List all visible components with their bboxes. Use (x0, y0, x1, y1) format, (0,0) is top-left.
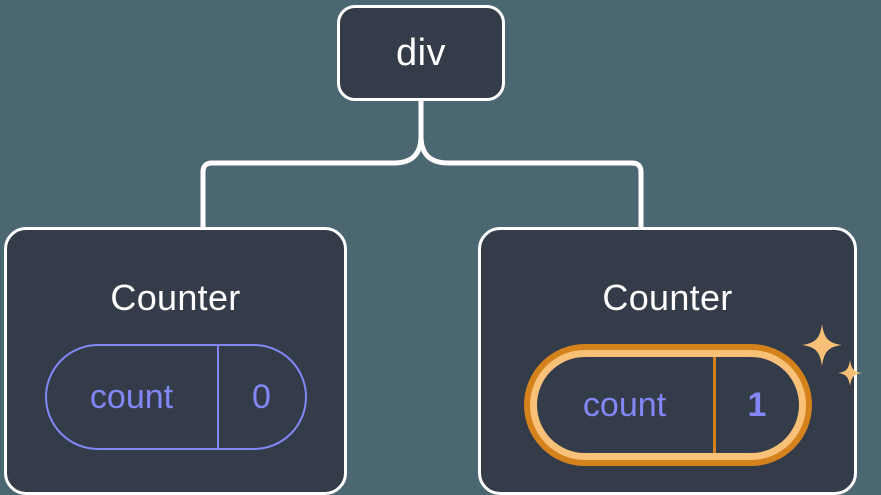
connector-branch-left (200, 120, 424, 227)
state-pill-count-1-highlighted[interactable]: count 1 (523, 344, 812, 466)
node-counter-right[interactable]: Counter count 1 (478, 227, 862, 495)
counter-right-state-wrap: count 1 (523, 324, 862, 466)
state-pill-count-0[interactable]: count 0 (44, 344, 307, 450)
node-counter-left[interactable]: Counter count 0 (4, 227, 347, 495)
state-value-label: 0 (252, 378, 271, 416)
connector-branch-right (418, 120, 644, 227)
state-value-label: 1 (747, 386, 767, 424)
node-div-label: div (395, 32, 447, 74)
state-key-label: count (537, 357, 716, 453)
counter-left-state-wrap: count 0 (44, 344, 307, 450)
counter-right-title: Counter (602, 277, 733, 318)
state-pill-highlight-ring: count 1 (529, 350, 806, 460)
node-div[interactable]: div (337, 5, 505, 101)
counter-left-title: Counter (110, 277, 241, 318)
sparkle-large-icon (801, 324, 842, 366)
state-key-label: count (47, 346, 219, 448)
state-pill-core: count 1 (536, 357, 799, 453)
